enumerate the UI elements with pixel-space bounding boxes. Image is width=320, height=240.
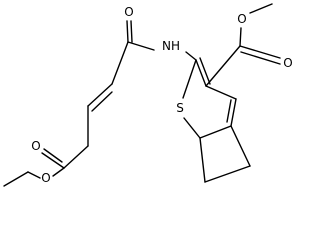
ethyl-group-bonds (3, 171, 41, 187)
trans-alkene-bonds (87, 41, 129, 147)
chemical-structure-diagram: O O O NH S O O (3, 3, 293, 187)
atom-label-s-thiophene: S (176, 101, 184, 115)
atom-label-o-methyl-ester-carbonyl: O (283, 56, 292, 70)
amide-bonds (126, 20, 155, 51)
atom-label-o-ester-carbonyl: O (31, 139, 40, 153)
atom-label-o-ester-ether: O (41, 171, 50, 185)
atom-label-o-amide: O (124, 5, 133, 19)
methyl-ester-bonds (205, 3, 281, 87)
ethyl-ester-bonds (41, 145, 89, 177)
atom-label-o-methyl-ester-ether: O (237, 12, 246, 26)
nh-thiophene-bond (185, 51, 197, 61)
cyclopentane-ring-bonds (199, 125, 251, 183)
thiophene-ring-bonds (182, 57, 237, 139)
atom-label-nh: NH (162, 39, 180, 53)
